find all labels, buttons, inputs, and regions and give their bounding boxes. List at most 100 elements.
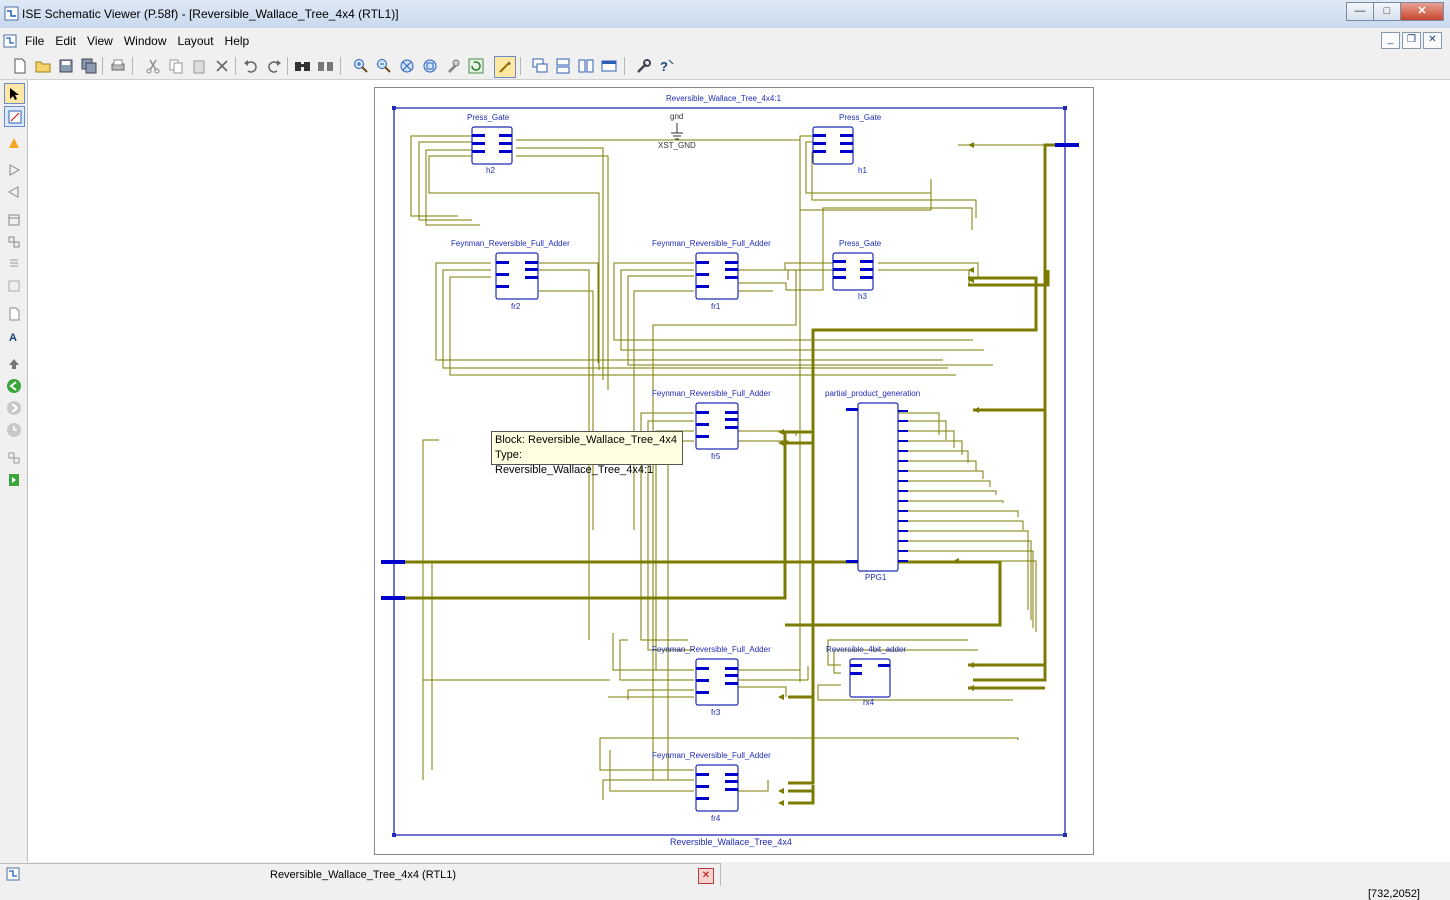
push-into-icon[interactable]: [4, 470, 23, 489]
doc-close-button[interactable]: ✕: [1423, 32, 1442, 49]
help-icon[interactable]: ?: [657, 56, 677, 76]
new-icon[interactable]: [10, 56, 30, 76]
ppg-output-pin: [898, 470, 908, 472]
menu-view[interactable]: View: [87, 34, 113, 48]
block-instance-label[interactable]: fr3: [711, 708, 721, 717]
document-tab[interactable]: Reversible_Wallace_Tree_4x4 (RTL1): [270, 869, 457, 881]
text-tool-icon[interactable]: A: [4, 326, 23, 345]
hierarchy-icon[interactable]: [4, 448, 23, 467]
ppg-output-pin: [898, 540, 908, 542]
close-tab-icon[interactable]: ✕: [698, 868, 714, 884]
block-instance-label[interactable]: fr4: [711, 814, 721, 823]
expand-select-icon[interactable]: [4, 106, 25, 127]
highlight-icon[interactable]: [4, 133, 23, 152]
redo-icon[interactable]: [264, 56, 284, 76]
bus-wires: [400, 143, 1068, 805]
ppg-output-pin: [898, 500, 908, 502]
ppg-output-pin: [898, 430, 908, 432]
block-instance-label[interactable]: PPG1: [865, 573, 887, 582]
block-type-label: Feynman_Reversible_Full_Adder: [451, 239, 570, 248]
save-all-icon[interactable]: [79, 56, 99, 76]
block-instance-label[interactable]: fr2: [511, 302, 521, 311]
zoom-fit-icon[interactable]: [397, 56, 417, 76]
tooltip-block: Block: Reversible_Wallace_Tree_4x4: [495, 434, 677, 446]
window-title: ISE Schematic Viewer (P.58f) - [Reversib…: [22, 7, 399, 21]
block-instance-label[interactable]: h2: [486, 166, 495, 175]
toolbar: ?: [0, 53, 1450, 80]
undo-icon[interactable]: [241, 56, 261, 76]
list-detail-icon[interactable]: [4, 276, 23, 295]
block-instance-label[interactable]: fr1: [711, 302, 721, 311]
select-mode-icon[interactable]: [494, 56, 516, 78]
zoom-in-icon[interactable]: [351, 56, 371, 76]
schematic-canvas[interactable]: Reversible_Wallace_Tree_4x4:1 Reversible…: [28, 80, 1450, 862]
ppg-output-pin: [898, 560, 908, 562]
forward-icon[interactable]: [4, 398, 23, 417]
block-type-label: Feynman_Reversible_Full_Adder: [652, 751, 771, 760]
history-icon[interactable]: [4, 420, 23, 439]
title-bar: ISE Schematic Viewer (P.58f) - [Reversib…: [0, 0, 1450, 28]
ppg-output-pin: [898, 420, 908, 422]
refresh-icon[interactable]: [466, 56, 486, 76]
back-icon[interactable]: [4, 376, 23, 395]
block-instance-label[interactable]: fr5: [711, 452, 721, 461]
ppg-output-pin: [898, 510, 908, 512]
maximize-button[interactable]: □: [1373, 2, 1401, 21]
save-icon[interactable]: [56, 56, 76, 76]
doc-minimize-button[interactable]: _: [1381, 32, 1400, 49]
cursor-coordinates: [732,2052]: [1368, 888, 1420, 900]
gnd-symbol: [671, 123, 683, 140]
block-pins: [472, 134, 890, 800]
menu-layout[interactable]: Layout: [177, 34, 214, 48]
sheet-border: [374, 87, 1094, 855]
menu-window[interactable]: Window: [123, 34, 167, 48]
find-icon[interactable]: [293, 56, 313, 76]
document-view-icon[interactable]: [4, 304, 23, 323]
block-view-icon[interactable]: [4, 210, 23, 229]
pointer-tool-icon[interactable]: [4, 83, 25, 104]
close-button[interactable]: ✕: [1400, 2, 1444, 21]
svg-text:?: ?: [660, 59, 668, 74]
paste-icon[interactable]: [189, 56, 209, 76]
document-icon[interactable]: [3, 34, 17, 48]
block-instance-label[interactable]: rx4: [863, 698, 875, 707]
status-bar: [732,2052]: [0, 886, 1450, 900]
ppg-output-pin: [898, 410, 908, 412]
find-next-icon[interactable]: [316, 56, 336, 76]
ppg-output-pin: [898, 460, 908, 462]
copy-icon[interactable]: [166, 56, 186, 76]
tile-vertical-icon[interactable]: [576, 56, 596, 76]
ports-icon[interactable]: [4, 232, 23, 251]
menu-edit[interactable]: Edit: [55, 34, 77, 48]
ppg-output-pin: [898, 530, 908, 532]
schematic-drawing[interactable]: [28, 80, 1450, 862]
open-icon[interactable]: [33, 56, 53, 76]
print-icon[interactable]: [108, 56, 128, 76]
tile-horizontal-icon[interactable]: [553, 56, 573, 76]
backward-trace-icon[interactable]: [4, 182, 23, 201]
ppg-output-pin: [898, 480, 908, 482]
block-instance-label[interactable]: h1: [858, 166, 867, 175]
pan-icon[interactable]: [443, 56, 463, 76]
arrange-icon[interactable]: [599, 56, 619, 76]
block-type-label: Reversible_4bit_adder: [826, 645, 907, 654]
list-icon[interactable]: [4, 254, 23, 273]
go-up-icon[interactable]: [4, 354, 23, 373]
menu-help[interactable]: Help: [224, 34, 250, 48]
forward-trace-icon[interactable]: [4, 160, 23, 179]
block-instance-label[interactable]: h3: [858, 292, 867, 301]
delete-icon[interactable]: [212, 56, 232, 76]
cascade-icon[interactable]: [530, 56, 550, 76]
net-wires: [400, 135, 1048, 800]
ppg-output-pins: [898, 410, 908, 562]
doc-restore-button[interactable]: ❐: [1402, 32, 1421, 49]
minimize-button[interactable]: —: [1346, 2, 1374, 21]
svg-text:A: A: [9, 332, 17, 343]
zoom-out-icon[interactable]: [374, 56, 394, 76]
zoom-selection-icon[interactable]: [420, 56, 440, 76]
properties-icon[interactable]: [634, 56, 654, 76]
cut-icon[interactable]: [143, 56, 163, 76]
menu-file[interactable]: File: [25, 34, 45, 48]
block-type-label: Feynman_Reversible_Full_Adder: [652, 645, 771, 654]
top-instance-label: Reversible_Wallace_Tree_4x4:1: [666, 94, 782, 103]
